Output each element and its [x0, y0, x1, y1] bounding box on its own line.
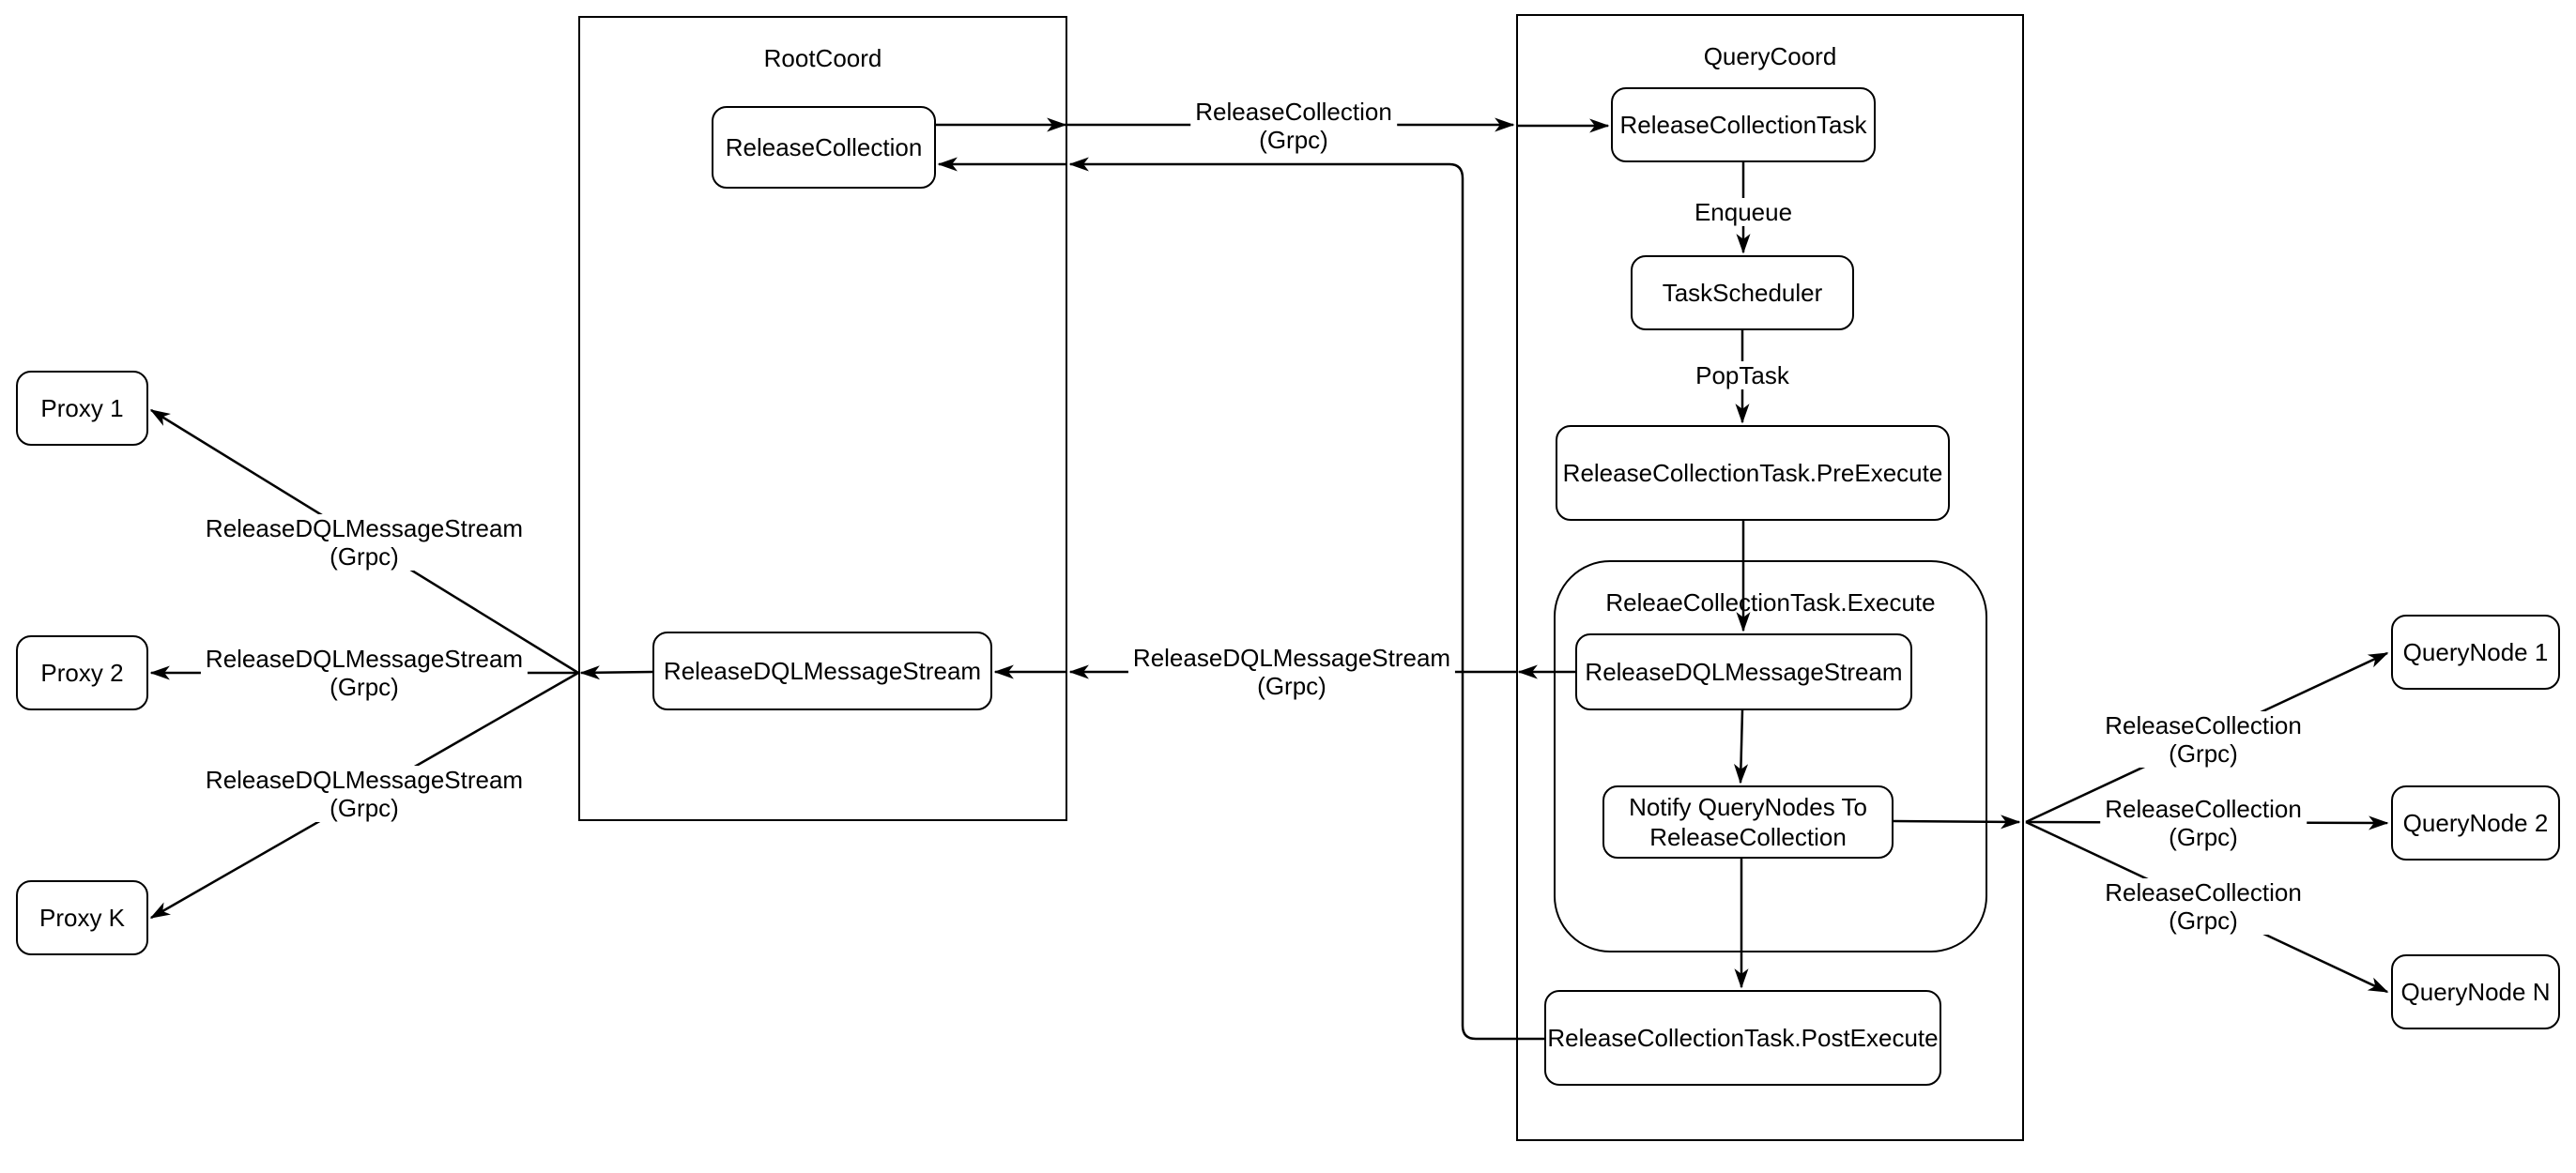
edge-postexecute-return: [1068, 157, 1544, 1041]
container-rootcoord: RootCoord: [578, 16, 1067, 821]
container-rootcoord-title: RootCoord: [763, 44, 882, 72]
node-preexecute: ReleaseCollectionTask.PreExecute: [1556, 425, 1950, 521]
edge-label-dql-grpc-center: ReleaseDQLMessageStream (Grpc): [1127, 644, 1456, 700]
node-notify-querynodes: Notify QueryNodes To ReleaseCollection: [1602, 785, 1894, 859]
container-querycoord-title: QueryCoord: [1703, 42, 1837, 70]
node-release-collection-task: ReleaseCollectionTask: [1611, 87, 1876, 162]
edge-label-dql-grpc-proxy2: ReleaseDQLMessageStream (Grpc): [200, 645, 529, 701]
edge-label-dql-grpc-proxyk: ReleaseDQLMessageStream (Grpc): [200, 766, 529, 822]
node-proxy-1: Proxy 1: [16, 371, 148, 446]
edge-label-dql-grpc-proxy1: ReleaseDQLMessageStream (Grpc): [200, 514, 529, 571]
edge-label-releasecollection-grpc-qnn: ReleaseCollection (Grpc): [2100, 878, 2307, 935]
node-querynode-1: QueryNode 1: [2391, 615, 2560, 690]
node-release-collection: ReleaseCollection: [712, 106, 936, 189]
node-proxy-k: Proxy K: [16, 880, 148, 955]
node-postexecute: ReleaseCollectionTask.PostExecute: [1544, 990, 1941, 1086]
edge-label-releasecollection-grpc-qn1: ReleaseCollection (Grpc): [2100, 711, 2307, 768]
container-execute: ReleaeCollectionTask.Execute: [1554, 560, 1987, 952]
node-rootcoord-releasedqlmessagestream: ReleaseDQLMessageStream: [652, 632, 992, 710]
edge-label-releasecollection-grpc-qn2: ReleaseCollection (Grpc): [2100, 795, 2307, 851]
edge-label-enqueue: Enqueue: [1689, 198, 1798, 226]
container-execute-title: ReleaeCollectionTask.Execute: [1605, 588, 1936, 617]
edge-label-poptask: PopTask: [1691, 361, 1794, 389]
edge-label-releasecollection-grpc-top: ReleaseCollection (Grpc): [1190, 98, 1397, 154]
node-querynode-2: QueryNode 2: [2391, 785, 2560, 861]
node-task-scheduler: TaskScheduler: [1631, 255, 1854, 330]
node-proxy-2: Proxy 2: [16, 635, 148, 710]
node-querycoord-releasedqlmessagestream: ReleaseDQLMessageStream: [1575, 633, 1912, 710]
node-querynode-n: QueryNode N: [2391, 954, 2560, 1029]
